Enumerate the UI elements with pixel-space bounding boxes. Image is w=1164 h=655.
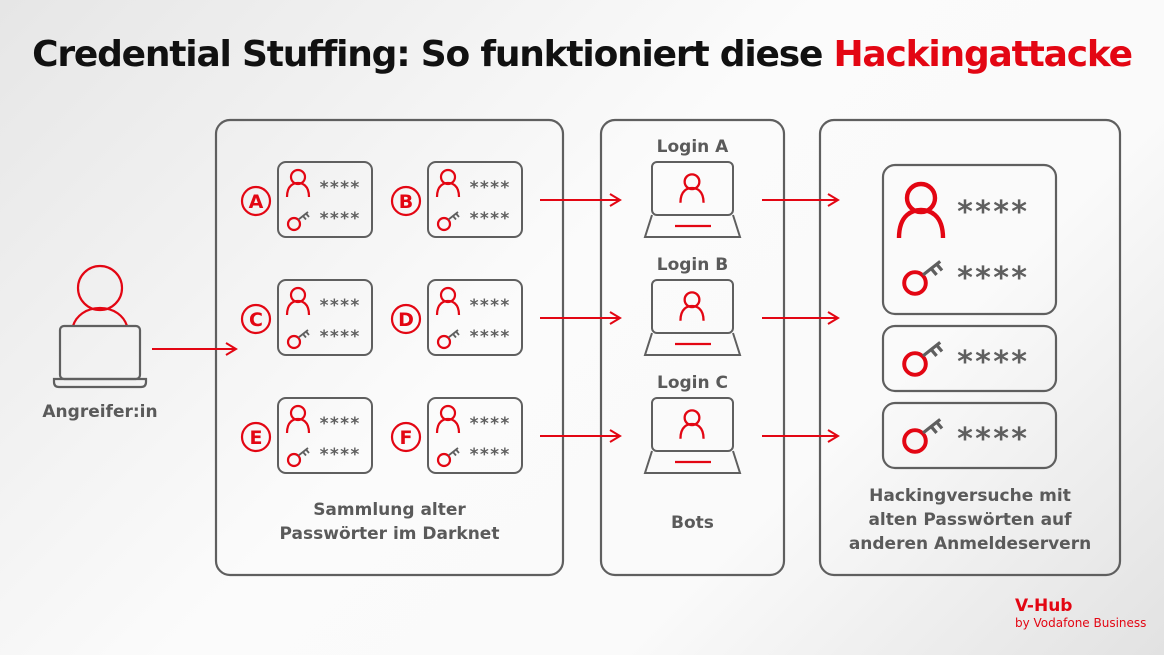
letter-badge-circle: [240, 303, 272, 335]
user-icon: [679, 291, 705, 322]
user-icon: [435, 286, 461, 317]
server-user-mask: ****: [956, 195, 1028, 230]
key-icon: [902, 259, 944, 296]
server-key-mask-2: ****: [956, 422, 1028, 457]
credential-card: C **** ****: [240, 279, 373, 356]
server-key-card: ****: [881, 324, 1058, 393]
pass-mask: ****: [469, 327, 510, 347]
credential-card: D **** ****: [390, 279, 523, 356]
letter-badge-circle: [390, 303, 422, 335]
letter-badge: D: [398, 309, 414, 331]
server-key-mask-1: ****: [956, 345, 1028, 380]
bot-laptop-icon: [643, 397, 742, 474]
pass-mask: ****: [469, 445, 510, 465]
brand-name: V-Hub: [1015, 596, 1073, 616]
pass-mask: ****: [469, 209, 510, 229]
bots-panel: [599, 118, 786, 577]
key-icon: [436, 328, 461, 350]
server-key-card: ****: [881, 401, 1058, 470]
bot-laptop-icon: [643, 161, 742, 238]
user-mask: ****: [469, 296, 510, 316]
card-frame: [277, 397, 373, 474]
letter-badge-circle: [390, 185, 422, 217]
server-pass-mask: ****: [956, 261, 1028, 296]
attacker-icon: [52, 264, 148, 389]
letter-badge: F: [400, 427, 413, 449]
letter-badge: C: [249, 309, 263, 331]
card-frame: [277, 279, 373, 356]
login-a-label: Login A: [656, 137, 729, 157]
user-icon: [679, 409, 705, 440]
key-icon: [286, 210, 311, 232]
user-icon: [435, 404, 461, 435]
letter-badge-circle: [390, 421, 422, 453]
bots-caption: Bots: [671, 513, 714, 533]
servers-caption: Hackingversuche mit alten Passwörten auf…: [820, 484, 1120, 556]
collection-caption-line2: Passwörter im Darknet: [279, 524, 500, 544]
user-icon: [435, 168, 461, 199]
pass-mask: ****: [319, 209, 360, 229]
page-title: Credential Stuffing: So funktioniert die…: [0, 34, 1164, 75]
login-c-label: Login C: [656, 373, 728, 393]
credential-cards: A **** **** B **** **** C **** **** D **** **** E ***…: [240, 161, 523, 474]
credential-card: A **** ****: [240, 161, 373, 238]
server-big-card: **** ****: [881, 163, 1058, 316]
user-icon: [285, 286, 311, 317]
servers-caption-line3: anderen Anmeldeservern: [848, 534, 1092, 554]
brand-sub: by Vodafone Business: [1015, 616, 1147, 630]
brand-logo: V-Hub by Vodafone Business: [1015, 596, 1146, 630]
attacker-label: Angreifer:in: [42, 402, 158, 422]
collection-panel: [214, 118, 565, 577]
login-b-label: Login B: [656, 255, 729, 275]
card-frame: [427, 161, 523, 238]
card-frame: [427, 279, 523, 356]
key-icon: [436, 446, 461, 468]
bot-laptops: [643, 161, 742, 474]
key-icon: [286, 328, 311, 350]
key-icon: [436, 210, 461, 232]
letter-badge: B: [399, 191, 413, 213]
servers-caption-line2: alten Passwörten auf: [868, 510, 1072, 530]
credential-card: E **** ****: [240, 397, 373, 474]
user-icon: [679, 173, 705, 204]
pass-mask: ****: [319, 327, 360, 347]
key-icon: [902, 340, 944, 377]
collection-caption: Sammlung alter Passwörter im Darknet: [216, 498, 563, 546]
card-frame: [277, 161, 373, 238]
credential-card: F **** ****: [390, 397, 523, 474]
key-icon: [286, 446, 311, 468]
servers-panel: [818, 118, 1122, 577]
user-mask: ****: [319, 178, 360, 198]
credential-card: B **** ****: [390, 161, 523, 238]
pass-mask: ****: [319, 445, 360, 465]
title-main: Credential Stuffing: So funktioniert die…: [32, 34, 834, 75]
letter-badge-circle: [240, 185, 272, 217]
user-icon: [899, 184, 943, 238]
title-highlight: Hackingattacke: [833, 34, 1134, 75]
key-icon: [902, 417, 944, 454]
user-icon: [285, 168, 311, 199]
bot-laptop-icon: [643, 279, 742, 356]
user-mask: ****: [469, 414, 510, 434]
user-icon: [285, 404, 311, 435]
letter-badge: E: [250, 427, 263, 449]
user-mask: ****: [469, 178, 510, 198]
letter-badge: A: [249, 191, 264, 213]
user-mask: ****: [319, 296, 360, 316]
collection-caption-line1: Sammlung alter: [313, 500, 466, 520]
letter-badge-circle: [240, 421, 272, 453]
servers-caption-line1: Hackingversuche mit: [869, 486, 1071, 506]
user-mask: ****: [319, 414, 360, 434]
card-frame: [427, 397, 523, 474]
